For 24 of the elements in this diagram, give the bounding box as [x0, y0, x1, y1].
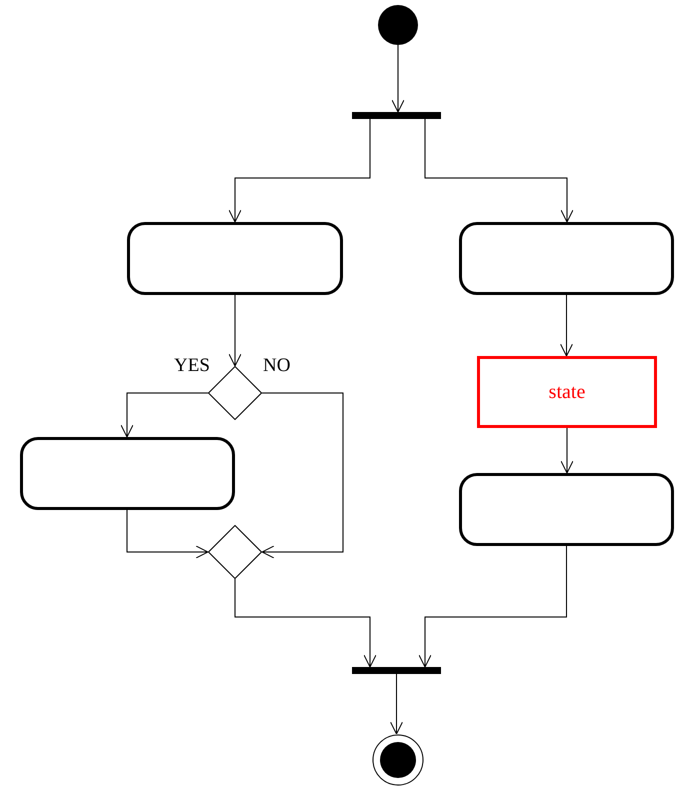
arrow	[560, 428, 574, 474]
arrow	[234, 578, 376, 668]
arrow	[418, 546, 567, 668]
action-box	[459, 473, 674, 546]
arrow	[126, 510, 208, 558]
state-box	[477, 356, 657, 428]
action-box	[127, 222, 343, 295]
state-label: state	[548, 380, 586, 404]
end-node-circle	[372, 734, 424, 786]
sync-bar	[352, 667, 441, 674]
decision-diamond	[208, 525, 262, 579]
action-box	[20, 437, 235, 510]
decision-diamond	[208, 366, 262, 420]
action-box	[459, 222, 674, 295]
arrow	[424, 118, 574, 222]
arrow	[560, 294, 573, 356]
arrow	[392, 44, 404, 112]
arrow	[120, 392, 208, 438]
arrow	[228, 294, 242, 366]
arrow	[390, 674, 403, 734]
start-node-circle	[378, 5, 418, 45]
arrow	[262, 392, 344, 558]
arrow	[228, 118, 370, 222]
sync-bar	[352, 112, 441, 119]
